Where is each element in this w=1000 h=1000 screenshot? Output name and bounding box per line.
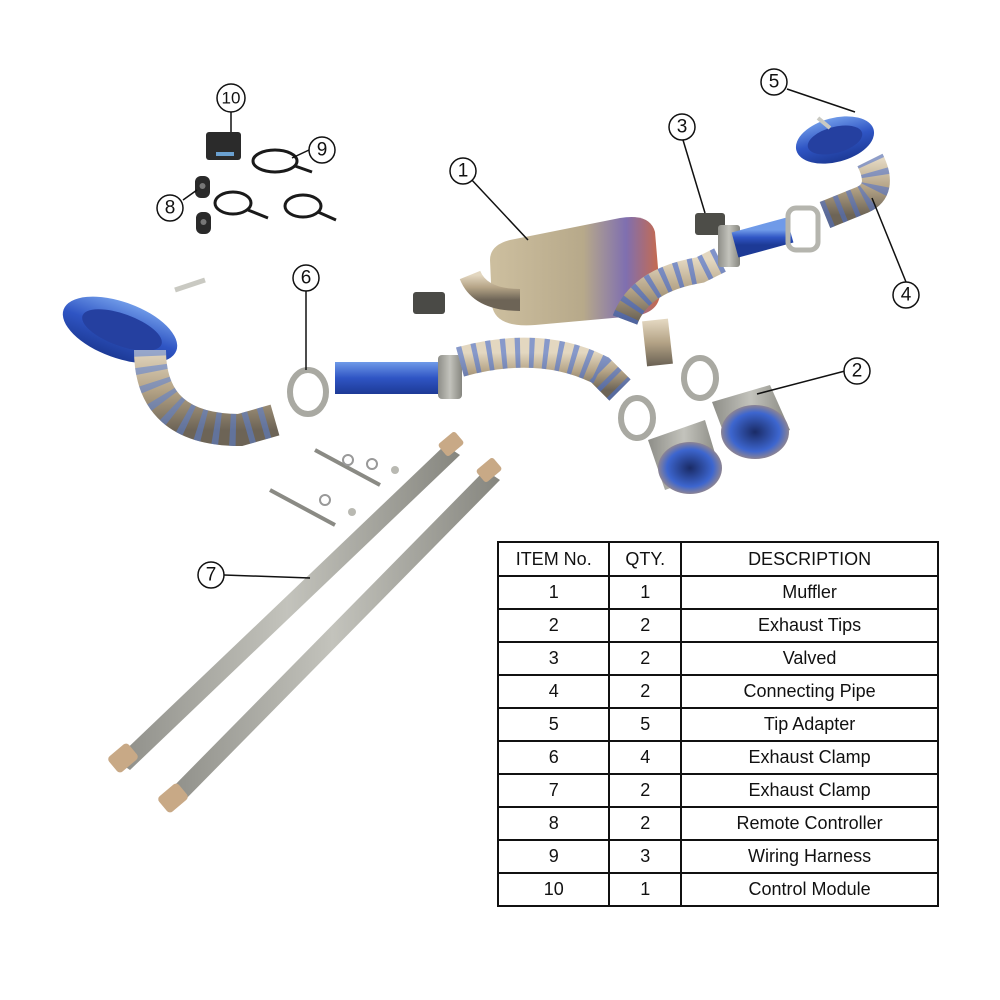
cell-qty: 2 bbox=[608, 608, 683, 643]
cell-qty: 2 bbox=[608, 806, 683, 841]
svg-text:5: 5 bbox=[769, 72, 780, 93]
svg-text:10: 10 bbox=[222, 89, 241, 108]
callout-3: 3 bbox=[668, 113, 696, 141]
mid-pipe bbox=[335, 292, 631, 401]
svg-text:3: 3 bbox=[677, 117, 688, 138]
callout-1: 1 bbox=[449, 157, 477, 185]
cell-item: 5 bbox=[496, 707, 611, 742]
svg-text:7: 7 bbox=[206, 565, 217, 586]
cell-description: Wiring Harness bbox=[680, 839, 939, 874]
callout-7: 7 bbox=[197, 561, 225, 589]
cell-description: Valved bbox=[680, 641, 939, 676]
wiring-harness bbox=[213, 148, 337, 222]
header-qty: QTY. bbox=[608, 541, 683, 577]
cell-item: 3 bbox=[496, 641, 611, 676]
connecting-pipe-left bbox=[62, 277, 280, 447]
cell-qty: 4 bbox=[608, 740, 683, 775]
cell-description: Remote Controller bbox=[680, 806, 939, 841]
cell-qty: 1 bbox=[608, 872, 683, 907]
cell-item: 4 bbox=[496, 674, 611, 709]
callout-4: 4 bbox=[892, 281, 920, 309]
cell-item: 1 bbox=[496, 575, 611, 610]
cell-description: Exhaust Clamp bbox=[680, 740, 939, 775]
callout-10: 10 bbox=[216, 83, 246, 113]
svg-text:2: 2 bbox=[852, 361, 863, 382]
callout-6: 6 bbox=[292, 264, 320, 292]
svg-text:9: 9 bbox=[317, 140, 328, 161]
header-description: DESCRIPTION bbox=[680, 541, 939, 577]
cell-item: 9 bbox=[496, 839, 611, 874]
exhaust-tips bbox=[648, 385, 790, 494]
exhaust-clamp bbox=[287, 355, 719, 441]
remote-controller bbox=[195, 176, 211, 234]
cell-qty: 2 bbox=[608, 641, 683, 676]
cell-qty: 3 bbox=[608, 839, 683, 874]
bolt-set bbox=[269, 448, 399, 527]
connecting-pipe-right bbox=[731, 116, 890, 258]
svg-text:6: 6 bbox=[301, 268, 312, 289]
svg-text:4: 4 bbox=[901, 285, 912, 306]
svg-text:1: 1 bbox=[458, 161, 469, 182]
table-header-row: ITEM No. QTY. DESCRIPTION bbox=[496, 541, 939, 577]
cell-item: 2 bbox=[496, 608, 611, 643]
cell-item: 8 bbox=[496, 806, 611, 841]
cell-qty: 1 bbox=[608, 575, 683, 610]
muffler bbox=[459, 216, 726, 367]
callout-8: 8 bbox=[156, 194, 184, 222]
control-module bbox=[206, 132, 241, 160]
leader-lines bbox=[182, 88, 907, 579]
callout-2: 2 bbox=[843, 357, 871, 385]
cell-item: 7 bbox=[496, 773, 611, 808]
callout-5: 5 bbox=[760, 68, 788, 96]
cell-item: 10 bbox=[496, 872, 611, 907]
cell-description: Exhaust Clamp bbox=[680, 773, 939, 808]
cell-description: Connecting Pipe bbox=[680, 674, 939, 709]
hanger-straps bbox=[108, 432, 502, 813]
cell-qty: 5 bbox=[608, 707, 683, 742]
cell-qty: 2 bbox=[608, 674, 683, 709]
svg-text:8: 8 bbox=[165, 198, 176, 219]
cell-description: Muffler bbox=[680, 575, 939, 610]
callout-9: 9 bbox=[308, 136, 336, 164]
cell-item: 6 bbox=[496, 740, 611, 775]
cell-description: Exhaust Tips bbox=[680, 608, 939, 643]
cell-qty: 2 bbox=[608, 773, 683, 808]
cell-description: Tip Adapter bbox=[680, 707, 939, 742]
cell-description: Control Module bbox=[680, 872, 939, 907]
header-item-no: ITEM No. bbox=[496, 541, 611, 577]
